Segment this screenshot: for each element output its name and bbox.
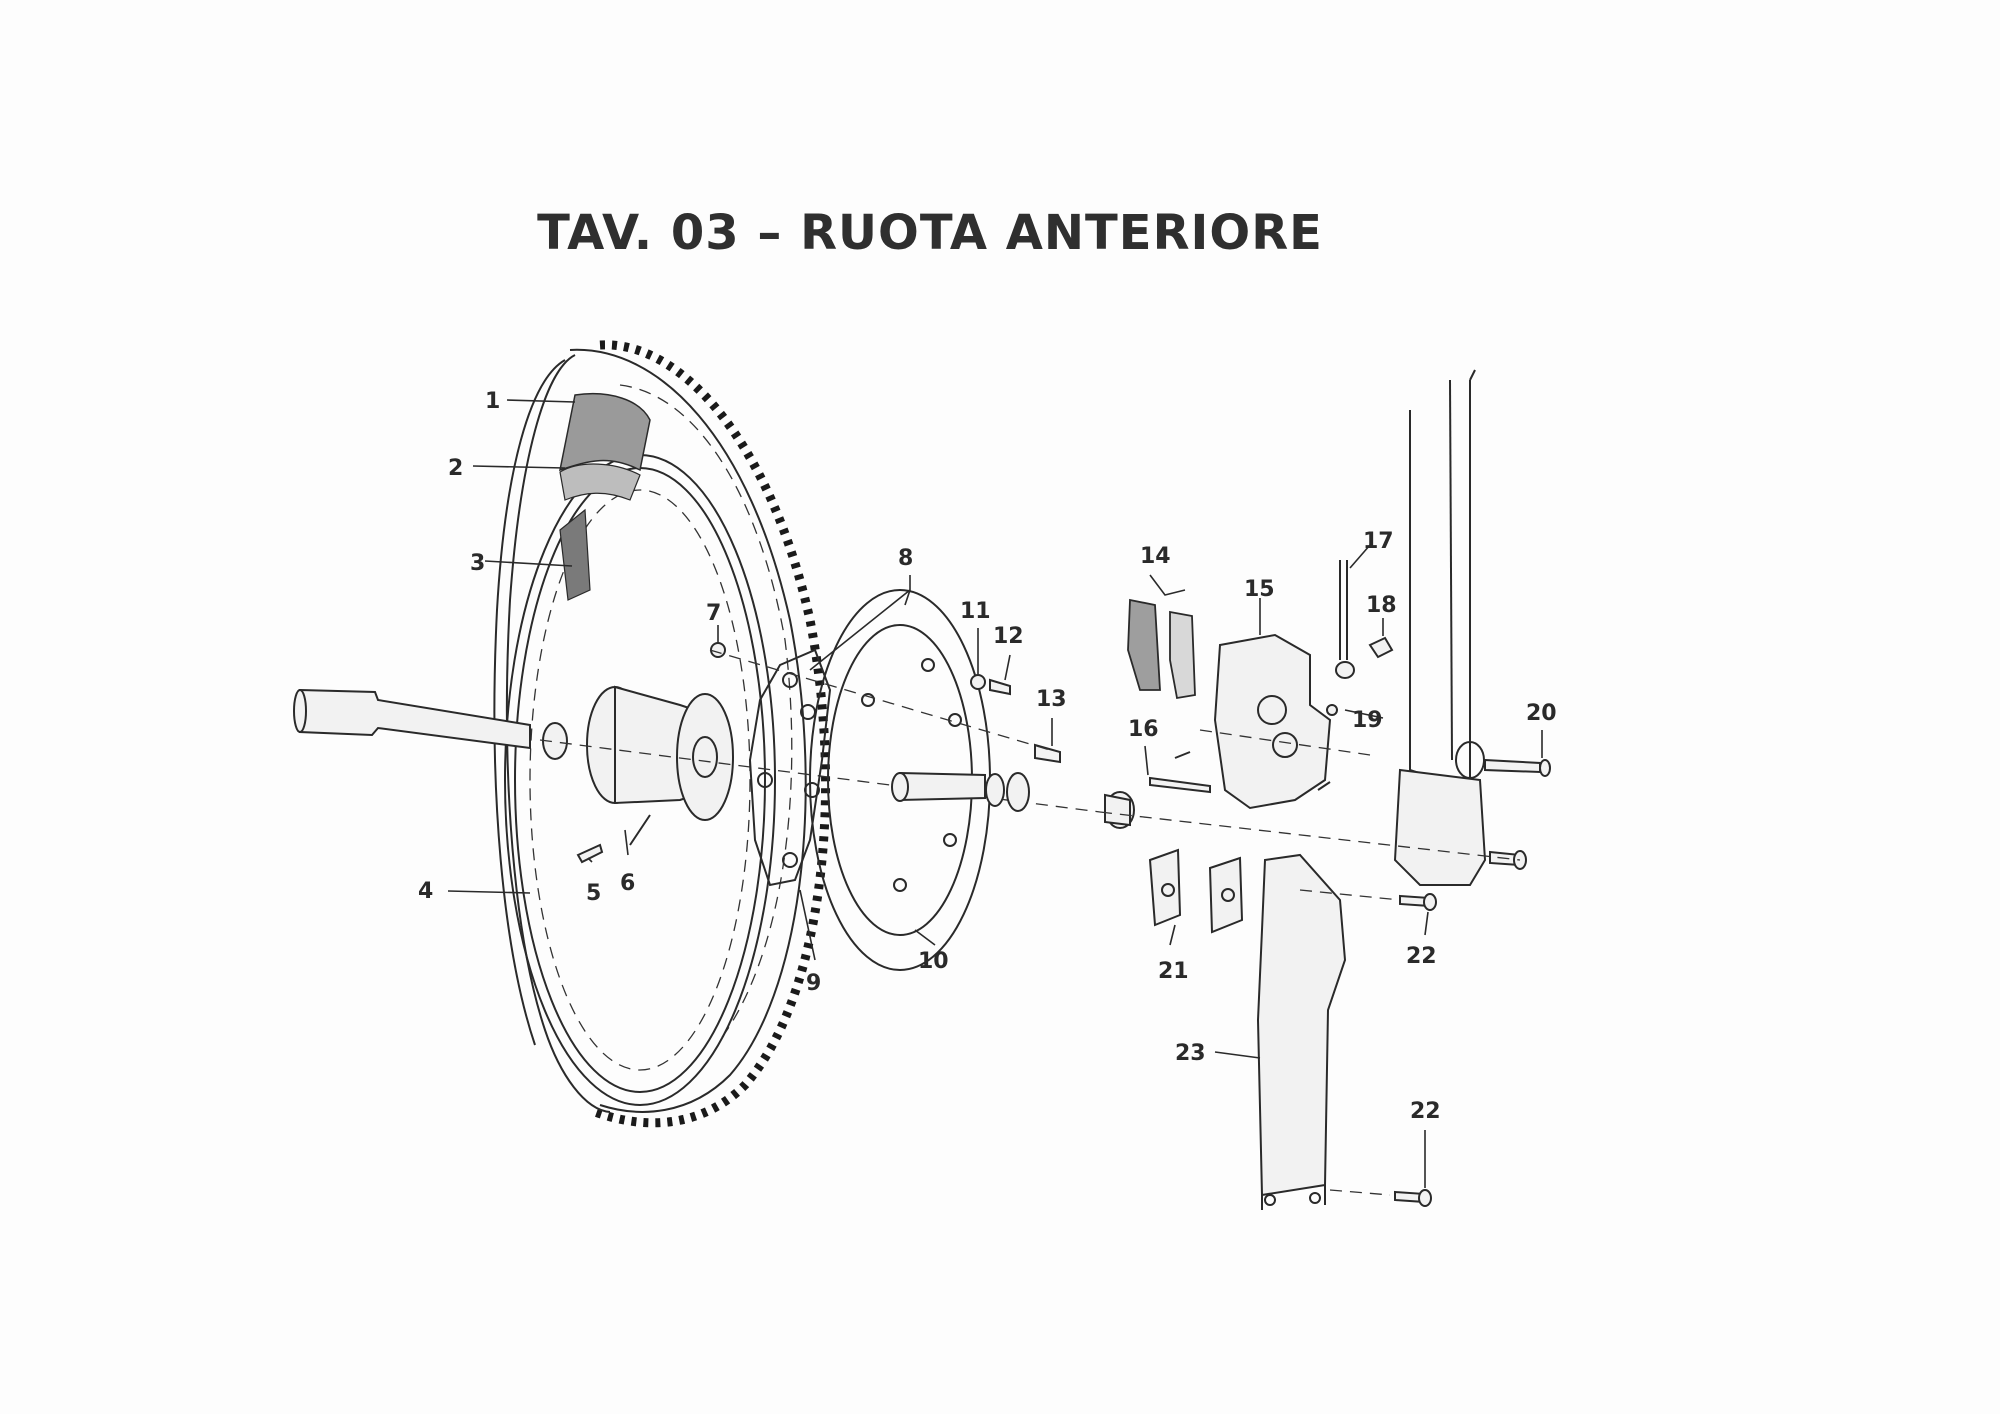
callout-13: 13 [1036,687,1067,712]
front-axle [293,688,568,760]
callout-14: 14 [1140,544,1171,569]
pad-shims [1148,848,1244,934]
page-title: TAV. 03 – RUOTA ANTERIORE [537,205,1323,261]
small-fasteners [576,642,1061,864]
front-wheel [493,340,831,1128]
callout-10: 10 [918,949,949,974]
callout-3: 3 [470,551,485,576]
callout-18: 18 [1366,593,1397,618]
callout-5: 5 [586,881,601,906]
callout-2: 2 [448,456,463,481]
callout-6: 6 [620,871,635,896]
callout-16: 16 [1128,717,1159,742]
callout-4: 4 [418,879,433,904]
fork-guard [1256,853,1401,1210]
brake-caliper [1199,633,1371,810]
callout-20: 20 [1526,701,1557,726]
inner-tube-and-rim-band [559,393,651,601]
axle-spacers [891,771,1135,829]
callout-22-lower: 22 [1410,1099,1441,1124]
callout-22-upper: 22 [1406,944,1437,969]
callout-15: 15 [1244,577,1275,602]
callout-21: 21 [1158,959,1189,984]
callout-leaders [447,399,1543,1188]
fork-lower-bolt [1099,811,1527,870]
callout-19: 19 [1352,708,1383,733]
wheel-hub [539,685,1101,821]
callout-23: 23 [1175,1041,1206,1066]
brake-pads-upper [1127,598,1196,700]
caliper-bolts [1149,751,1331,794]
callout-8: 8 [898,546,913,571]
callout-12: 12 [993,624,1024,649]
callout-9: 9 [806,971,821,996]
fork-leg [1393,369,1487,886]
callout-11: 11 [960,599,991,624]
fork-pinch-bolt [1484,758,1551,777]
callout-17: 17 [1363,529,1394,554]
brake-hose [1326,560,1394,716]
callout-1: 1 [485,389,500,414]
guard-bolts [1394,893,1437,1207]
callout-7: 7 [706,601,721,626]
callout-labels: 1 2 3 4 5 6 7 8 9 10 11 12 13 14 15 16 1… [418,389,1557,1124]
